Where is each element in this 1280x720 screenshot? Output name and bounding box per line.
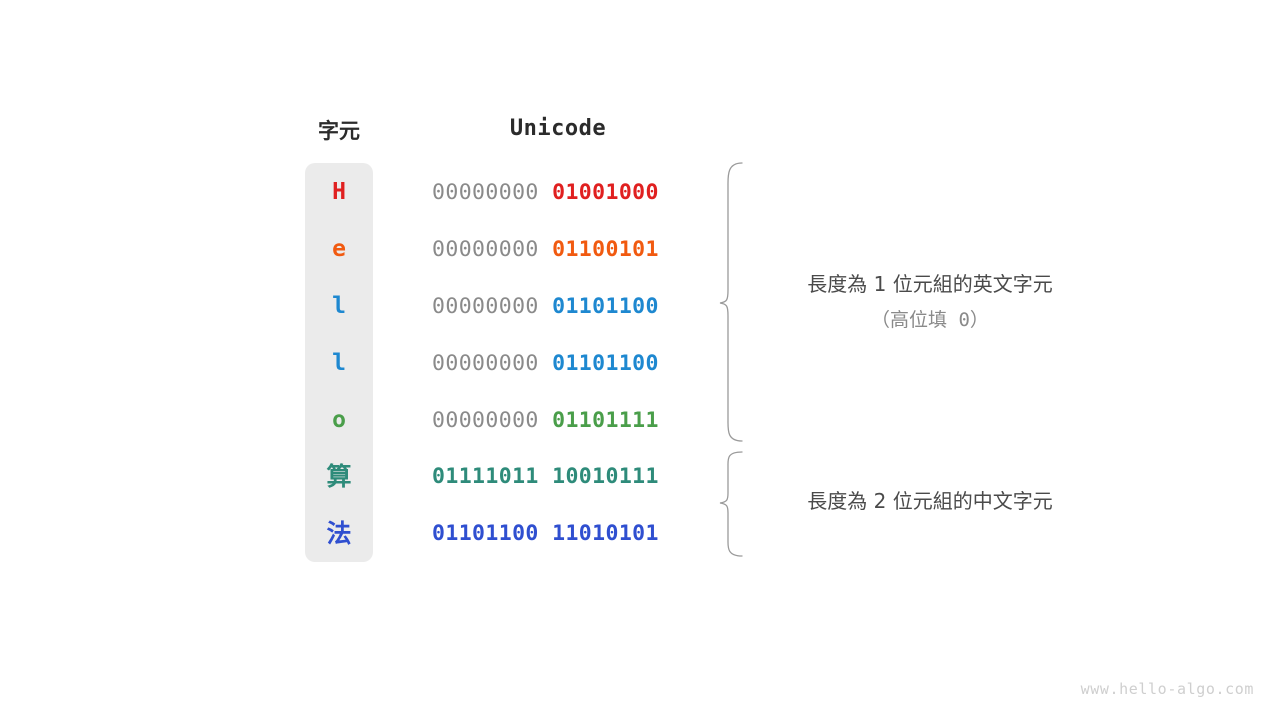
encoding-row: 算 01111011 10010111 [305, 456, 705, 496]
row-binary: 00000000 01101100 [432, 351, 659, 376]
row-high-byte: 01111011 [432, 463, 539, 489]
encoding-row: l 00000000 01101100 [305, 343, 705, 383]
row-character: o [332, 406, 346, 433]
row-low-byte: 01101100 [552, 293, 659, 319]
row-low-byte: 01001000 [552, 179, 659, 205]
brace-two-byte-icon [719, 451, 743, 557]
row-high-byte: 00000000 [432, 407, 539, 433]
row-low-byte: 11010101 [552, 520, 659, 546]
row-character: l [332, 349, 346, 376]
row-character: 法 [326, 518, 352, 548]
row-binary: 01101100 11010101 [432, 521, 659, 546]
byte-separator [539, 294, 552, 319]
encoding-row: l 00000000 01101100 [305, 286, 705, 326]
row-character: 算 [326, 461, 352, 491]
row-character: H [332, 178, 346, 205]
encoding-row: H 00000000 01001000 [305, 172, 705, 212]
row-high-byte: 00000000 [432, 179, 539, 205]
annotation-one-byte-line2: （高位填 0） [871, 309, 989, 331]
row-binary: 01111011 10010111 [432, 464, 659, 489]
row-low-byte: 01101111 [552, 407, 659, 433]
byte-separator [539, 408, 552, 433]
row-binary: 00000000 01101111 [432, 408, 659, 433]
byte-separator [539, 180, 552, 205]
column-header-unicode: Unicode [509, 116, 607, 141]
row-binary: 00000000 01101100 [432, 294, 659, 319]
annotation-one-byte-line1: 長度為 1 位元組的英文字元 [807, 272, 1053, 296]
row-low-byte: 10010111 [552, 463, 659, 489]
watermark: www.hello-algo.com [1080, 680, 1254, 698]
row-character: l [332, 292, 346, 319]
row-high-byte: 00000000 [432, 236, 539, 262]
byte-separator [539, 237, 552, 262]
encoding-row: 法 01101100 11010101 [305, 513, 705, 553]
byte-separator [539, 464, 552, 489]
row-high-byte: 00000000 [432, 293, 539, 319]
encoding-row: o 00000000 01101111 [305, 400, 705, 440]
byte-separator [539, 521, 552, 546]
row-low-byte: 01100101 [552, 236, 659, 262]
column-header-character: 字元 [318, 119, 360, 143]
row-high-byte: 00000000 [432, 350, 539, 376]
brace-one-byte-icon [719, 162, 743, 442]
byte-separator [539, 351, 552, 376]
row-high-byte: 01101100 [432, 520, 539, 546]
annotation-two-byte: 長度為 2 位元組的中文字元 [760, 487, 1100, 515]
row-character: e [332, 235, 346, 262]
encoding-row: e 00000000 01100101 [305, 229, 705, 269]
row-low-byte: 01101100 [552, 350, 659, 376]
annotation-two-byte-line1: 長度為 2 位元組的中文字元 [807, 489, 1053, 513]
row-binary: 00000000 01001000 [432, 180, 659, 205]
annotation-one-byte: 長度為 1 位元組的英文字元 （高位填 0） [760, 266, 1100, 338]
character-column-panel [305, 163, 373, 562]
row-binary: 00000000 01100101 [432, 237, 659, 262]
